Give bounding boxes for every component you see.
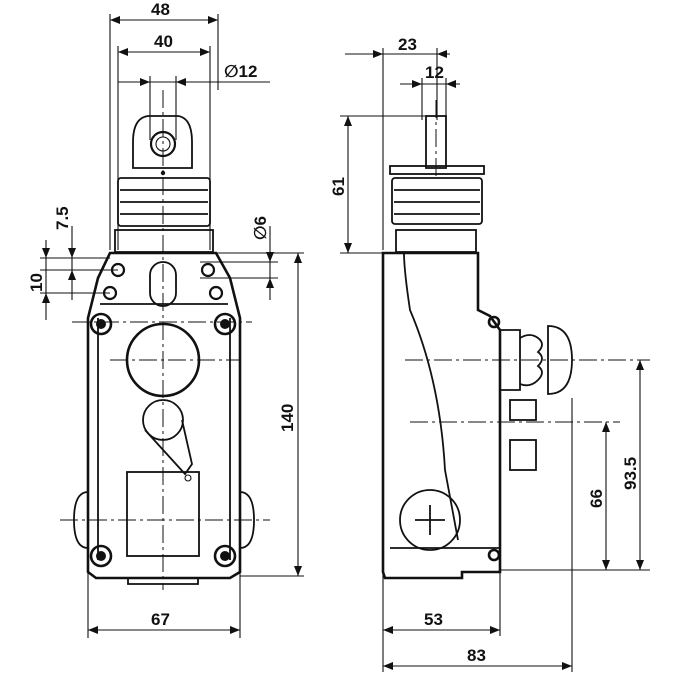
front-height-dimension xyxy=(216,252,304,577)
side-shaft-dimension xyxy=(340,115,426,254)
dim-label-diameter-6: ∅6 xyxy=(251,216,270,240)
side-top-dimensions xyxy=(345,48,460,250)
dim-label-diameter-12: ∅12 xyxy=(224,62,257,81)
dim-label-12: 12 xyxy=(425,63,444,82)
side-view xyxy=(340,48,650,672)
dim-label-61: 61 xyxy=(329,177,348,196)
front-bellows xyxy=(114,177,214,253)
front-left-dimensions xyxy=(40,226,118,320)
dim-label-7-5: 7.5 xyxy=(53,206,72,230)
dim-label-67: 67 xyxy=(151,610,170,629)
front-top-dimensions xyxy=(109,14,270,250)
front-hole-dimension xyxy=(200,226,278,300)
dim-label-40: 40 xyxy=(154,32,173,51)
side-right-dimensions xyxy=(500,360,650,571)
side-bottom-dimensions xyxy=(382,398,573,672)
dim-label-23: 23 xyxy=(398,35,417,54)
dim-label-83: 83 xyxy=(467,646,486,665)
dim-label-48: 48 xyxy=(151,0,170,19)
dim-label-53: 53 xyxy=(424,610,443,629)
front-width-dimension xyxy=(87,560,241,638)
dim-label-66: 66 xyxy=(587,489,606,508)
front-view xyxy=(40,14,304,638)
dim-label-93-5: 93.5 xyxy=(621,457,640,490)
dim-label-10: 10 xyxy=(27,273,46,292)
dim-label-140: 140 xyxy=(278,404,297,432)
